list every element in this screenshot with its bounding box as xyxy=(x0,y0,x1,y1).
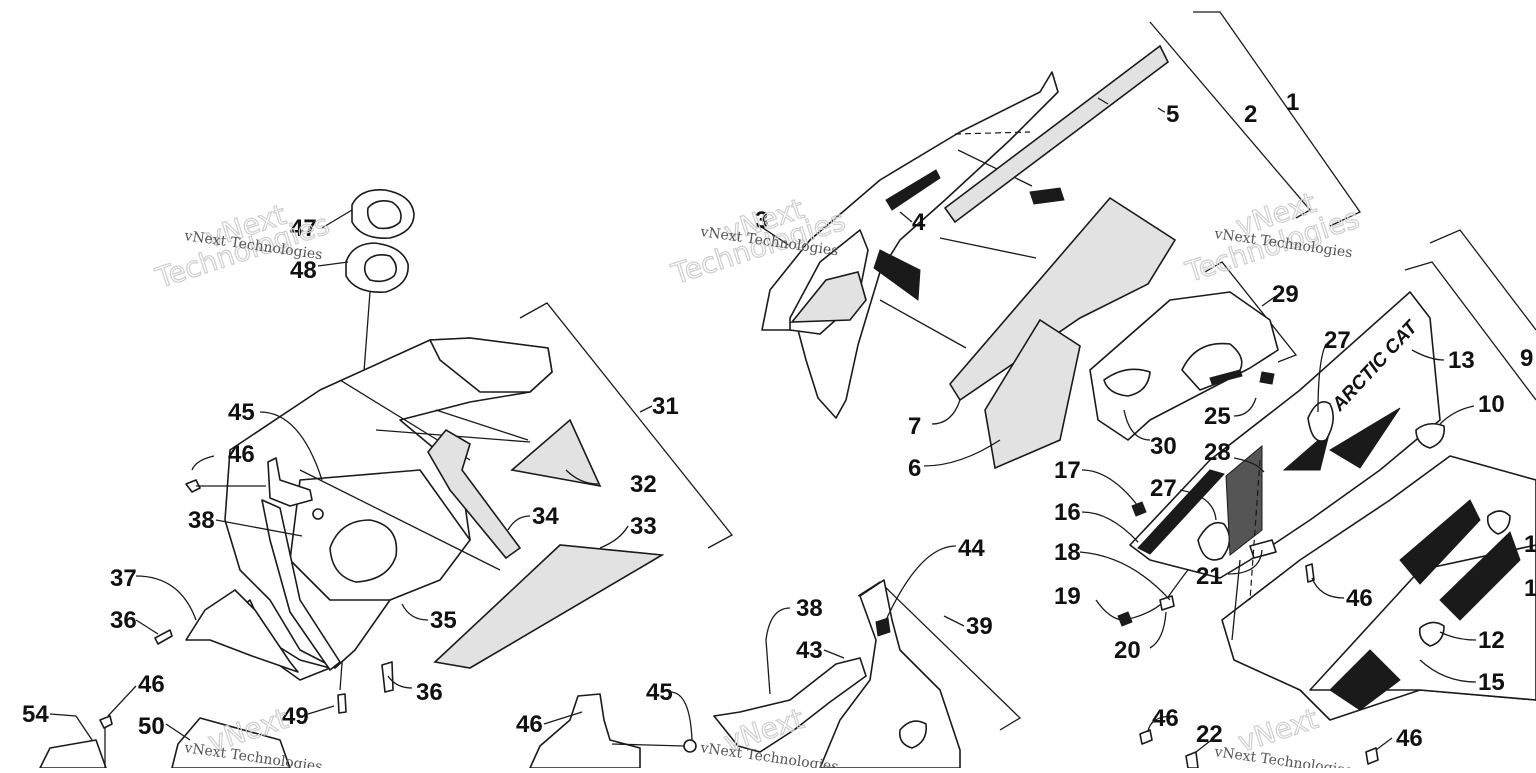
upper-cowl-3-4 xyxy=(761,71,1059,419)
foam-5 xyxy=(943,44,1170,224)
callout-6: 6 xyxy=(908,455,921,482)
callout-labels: 1 2 3 4 5 6 7 9 10 12 13 15 16 17 18 19 … xyxy=(22,89,1536,752)
callout-13: 13 xyxy=(1448,347,1475,374)
bracket-38-left xyxy=(261,499,341,671)
foam-6 xyxy=(984,318,1081,470)
callout-12: 12 xyxy=(1478,627,1505,654)
callout-22: 22 xyxy=(1196,721,1223,748)
fasteners-right-bottom xyxy=(1139,729,1379,769)
callout-1: 1 xyxy=(1286,89,1299,116)
callout-10: 10 xyxy=(1478,391,1505,418)
panel-46-45-bottom xyxy=(529,693,697,769)
callout-5: 5 xyxy=(1166,101,1179,128)
callout-49: 49 xyxy=(282,703,309,730)
callout-46b: 46 xyxy=(138,671,165,698)
callout-3: 3 xyxy=(755,207,768,234)
callout-36b: 36 xyxy=(416,679,443,706)
callout-partial-11: 1 xyxy=(1524,531,1536,558)
svg-text:vNext Technologies: vNext Technologies xyxy=(1212,744,1353,768)
callout-15: 15 xyxy=(1478,669,1505,696)
panel-54 xyxy=(39,715,107,769)
callout-43: 43 xyxy=(796,637,823,664)
bracket-lines xyxy=(519,11,1536,731)
callout-48: 48 xyxy=(290,257,317,284)
gasket-48 xyxy=(345,242,409,293)
callout-18: 18 xyxy=(1054,539,1081,566)
callout-37: 37 xyxy=(110,565,137,592)
callout-4: 4 xyxy=(912,209,926,236)
callout-34: 34 xyxy=(532,503,559,530)
bracket-45-46-left xyxy=(267,457,324,520)
callout-46a: 46 xyxy=(228,441,255,468)
callout-21: 21 xyxy=(1196,563,1223,590)
callout-46f: 46 xyxy=(1396,725,1423,752)
watermark-right-top: vNext Technologies vNext Technologies xyxy=(1180,185,1363,289)
callout-27b: 27 xyxy=(1150,475,1177,502)
callout-2: 2 xyxy=(1244,101,1257,128)
callout-25: 25 xyxy=(1204,403,1231,430)
callout-20: 20 xyxy=(1114,637,1141,664)
callout-19: 19 xyxy=(1054,583,1081,610)
front-panel-9 xyxy=(1221,422,1536,721)
callout-47: 47 xyxy=(290,215,317,242)
callout-31: 31 xyxy=(652,393,679,420)
panel-37 xyxy=(185,589,299,673)
panel-39 xyxy=(819,579,961,769)
foam-33 xyxy=(433,544,665,669)
callout-38b: 38 xyxy=(796,595,823,622)
callout-17: 17 xyxy=(1054,457,1081,484)
callout-45b: 45 xyxy=(646,679,673,706)
callout-35: 35 xyxy=(430,607,457,634)
callout-28: 28 xyxy=(1204,439,1231,466)
callout-38a: 38 xyxy=(188,507,215,534)
callout-46e: 46 xyxy=(1152,705,1179,732)
leader-lines xyxy=(49,97,1477,753)
callout-50: 50 xyxy=(138,713,165,740)
callout-46c: 46 xyxy=(516,711,543,738)
callout-30: 30 xyxy=(1150,433,1177,460)
panel-29 xyxy=(1089,291,1279,441)
callout-27a: 27 xyxy=(1324,327,1351,354)
callout-46d: 46 xyxy=(1346,585,1373,612)
fastener-46-bottom xyxy=(99,715,113,768)
callout-16: 16 xyxy=(1054,499,1081,526)
foam-32 xyxy=(510,418,602,488)
lower-panel-assembly xyxy=(224,337,553,681)
callout-45a: 45 xyxy=(228,399,255,426)
callout-32: 32 xyxy=(630,471,657,498)
callout-36a: 36 xyxy=(110,607,137,634)
panel-50 xyxy=(171,717,291,769)
gasket-47 xyxy=(351,188,415,239)
callout-54: 54 xyxy=(22,701,49,728)
callout-partial-14: 1 xyxy=(1524,575,1536,602)
callout-7: 7 xyxy=(908,413,921,440)
callout-33: 33 xyxy=(630,513,657,540)
callout-39: 39 xyxy=(966,613,993,640)
fasteners-left xyxy=(154,479,394,714)
panel-43 xyxy=(713,657,867,753)
callout-9: 9 xyxy=(1520,345,1533,372)
channel-34 xyxy=(427,428,522,560)
callout-44: 44 xyxy=(958,535,985,562)
callout-29: 29 xyxy=(1272,281,1299,308)
